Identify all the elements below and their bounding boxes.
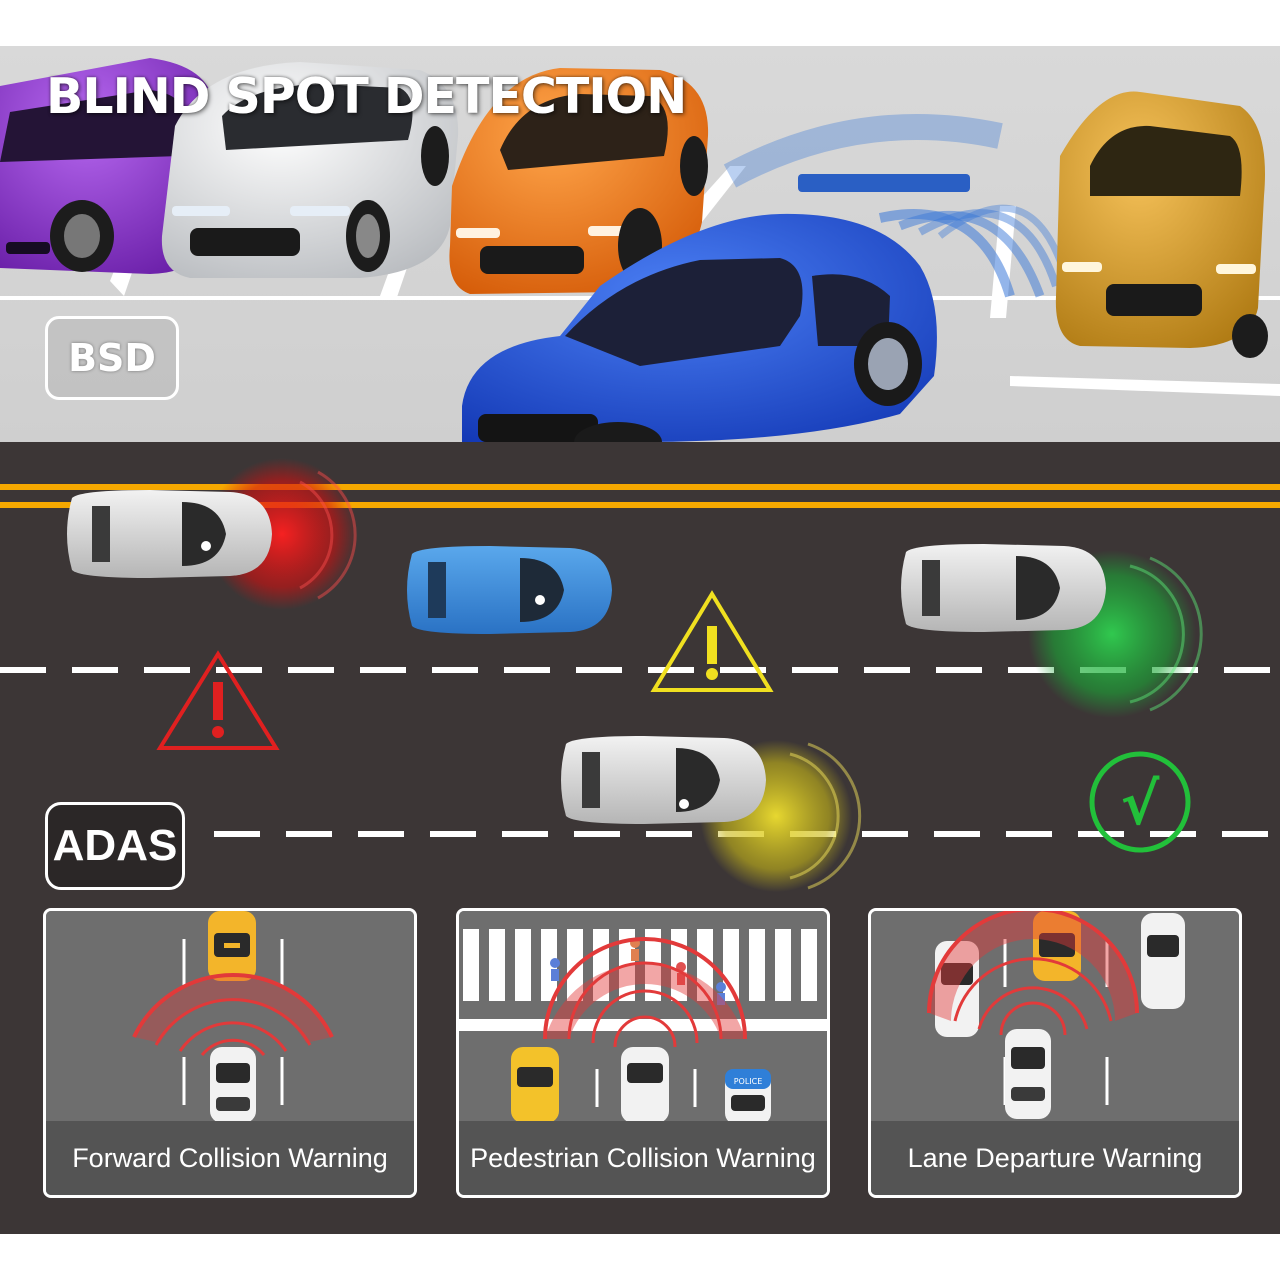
- panel-pedestrian-collision: POLICE Pedestrian Collision Warning: [456, 908, 830, 1198]
- page-title: BLIND SPOT DETECTION: [46, 68, 687, 125]
- yellow-car: [511, 1047, 559, 1123]
- police-car: [725, 1069, 771, 1125]
- panel-caption: Forward Collision Warning: [46, 1121, 414, 1195]
- white-car: [210, 1047, 256, 1123]
- check-mark: √: [1121, 770, 1160, 838]
- car-silver-2: [901, 544, 1106, 632]
- poster: BLIND SPOT DETECTION BSD: [0, 46, 1280, 1234]
- white-car-right: [1141, 913, 1185, 1009]
- car-silver-1: [67, 490, 272, 578]
- panel-lane-departure: Lane Departure Warning: [868, 908, 1242, 1198]
- yellow-taxi: [208, 911, 256, 981]
- check-circle-icon: [1089, 751, 1191, 853]
- white-car: [621, 1047, 669, 1123]
- panel-caption: Lane Departure Warning: [871, 1121, 1239, 1195]
- white-car: [161, 62, 459, 278]
- white-car: [1005, 1029, 1051, 1119]
- car-silver-3: [561, 736, 766, 824]
- parking-lot-scene: [0, 46, 1280, 442]
- gold-car: [1055, 91, 1268, 358]
- white-car-left: [935, 941, 979, 1037]
- yellow-taxi: [1033, 911, 1081, 981]
- panel-forward-collision: Forward Collision Warning: [43, 908, 417, 1198]
- police-label: POLICE: [734, 1077, 763, 1086]
- bsd-badge: BSD: [45, 316, 179, 400]
- bsd-section: BLIND SPOT DETECTION BSD: [0, 46, 1280, 442]
- warning-triangle-icon: [156, 650, 280, 750]
- radar-waves: [723, 114, 1068, 298]
- panel-caption: Pedestrian Collision Warning: [459, 1121, 827, 1195]
- car-blue: [407, 546, 612, 634]
- blue-car: [462, 213, 937, 442]
- adas-badge: ADAS: [45, 802, 185, 890]
- orange-car: [449, 68, 709, 294]
- warning-triangle-icon: [650, 590, 774, 692]
